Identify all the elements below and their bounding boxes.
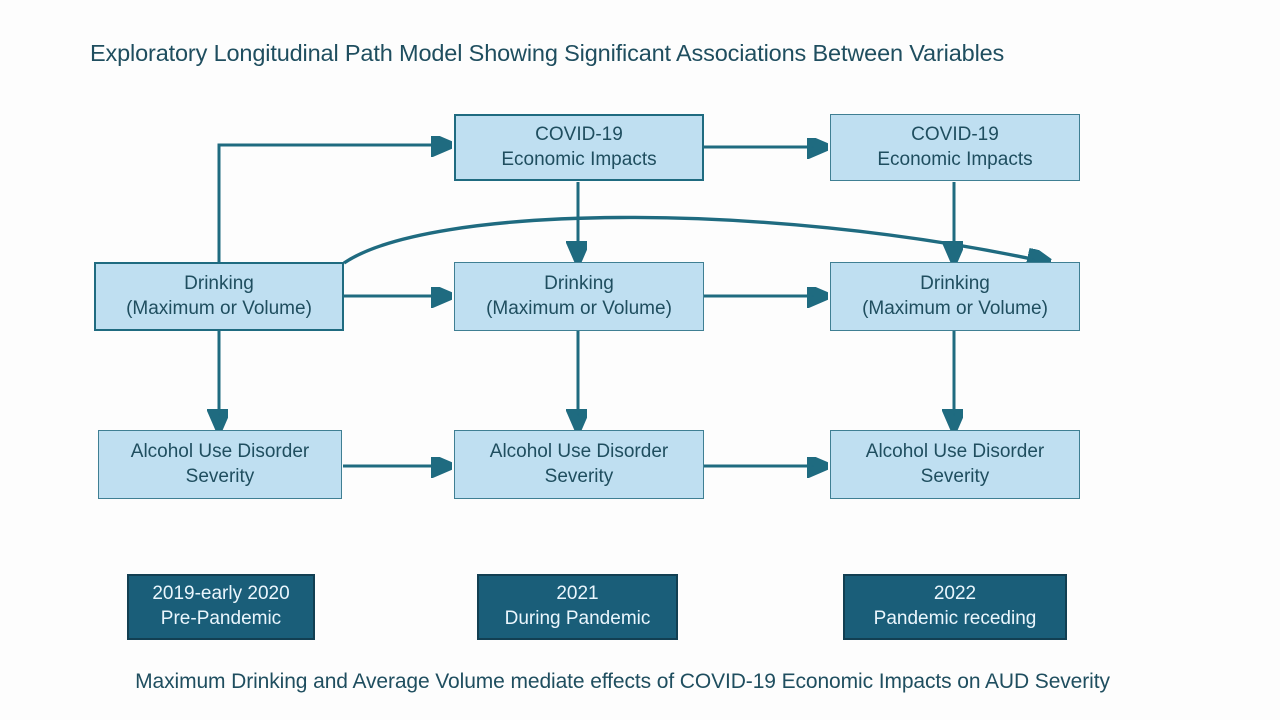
- node-aud-severity-t2[interactable]: Alcohol Use Disorder Severity: [454, 430, 704, 499]
- node-label-line2: Severity: [920, 465, 990, 487]
- node-label-line1: Drinking: [920, 273, 990, 295]
- period-label-line2: During Pandemic: [504, 608, 651, 629]
- node-label-line1: Alcohol Use Disorder: [130, 441, 310, 463]
- period-label-line2: Pandemic receding: [873, 608, 1037, 629]
- node-drinking-t2[interactable]: Drinking (Maximum or Volume): [454, 262, 704, 331]
- node-aud-severity-t1[interactable]: Alcohol Use Disorder Severity: [98, 430, 342, 499]
- period-label-line1: 2021: [556, 583, 599, 605]
- arrow-drinking-t1-to-covid-t2: [217, 145, 448, 262]
- period-box-during-pandemic[interactable]: 2021 During Pandemic: [477, 574, 678, 640]
- node-label-line2: Severity: [544, 465, 614, 487]
- node-label-line1: COVID-19: [535, 124, 623, 146]
- period-label-line1: 2019-early 2020: [152, 583, 290, 605]
- node-label-line2: (Maximum or Volume): [486, 297, 672, 319]
- node-label-line1: COVID-19: [911, 124, 999, 146]
- node-drinking-t1[interactable]: Drinking (Maximum or Volume): [94, 262, 344, 331]
- node-label-line2: Economic Impacts: [501, 148, 657, 170]
- node-label-line1: Drinking: [184, 273, 254, 295]
- node-covid-economic-impacts-t3[interactable]: COVID-19 Economic Impacts: [830, 114, 1080, 181]
- page-title: Exploratory Longitudinal Path Model Show…: [90, 40, 1005, 66]
- node-covid-economic-impacts-t2[interactable]: COVID-19 Economic Impacts: [454, 114, 704, 181]
- node-label-line2: Economic Impacts: [877, 148, 1033, 170]
- node-aud-severity-t3[interactable]: Alcohol Use Disorder Severity: [830, 430, 1080, 499]
- period-box-pre-pandemic[interactable]: 2019-early 2020 Pre-Pandemic: [127, 574, 315, 640]
- node-label-line1: Alcohol Use Disorder: [865, 441, 1045, 463]
- figure-caption: Maximum Drinking and Average Volume medi…: [135, 670, 1110, 693]
- node-drinking-t3[interactable]: Drinking (Maximum or Volume): [830, 262, 1080, 331]
- arrow-drinking-t1-to-drinking-t3: [343, 215, 1046, 263]
- node-label-line2: (Maximum or Volume): [862, 297, 1048, 319]
- node-label-line1: Drinking: [544, 273, 614, 295]
- node-label-line2: Severity: [185, 465, 255, 487]
- period-label-line2: Pre-Pandemic: [160, 608, 282, 629]
- node-label-line1: Alcohol Use Disorder: [489, 441, 669, 463]
- period-label-line1: 2022: [933, 583, 977, 605]
- node-label-line2: (Maximum or Volume): [126, 297, 312, 319]
- period-box-pandemic-receding[interactable]: 2022 Pandemic receding: [843, 574, 1067, 640]
